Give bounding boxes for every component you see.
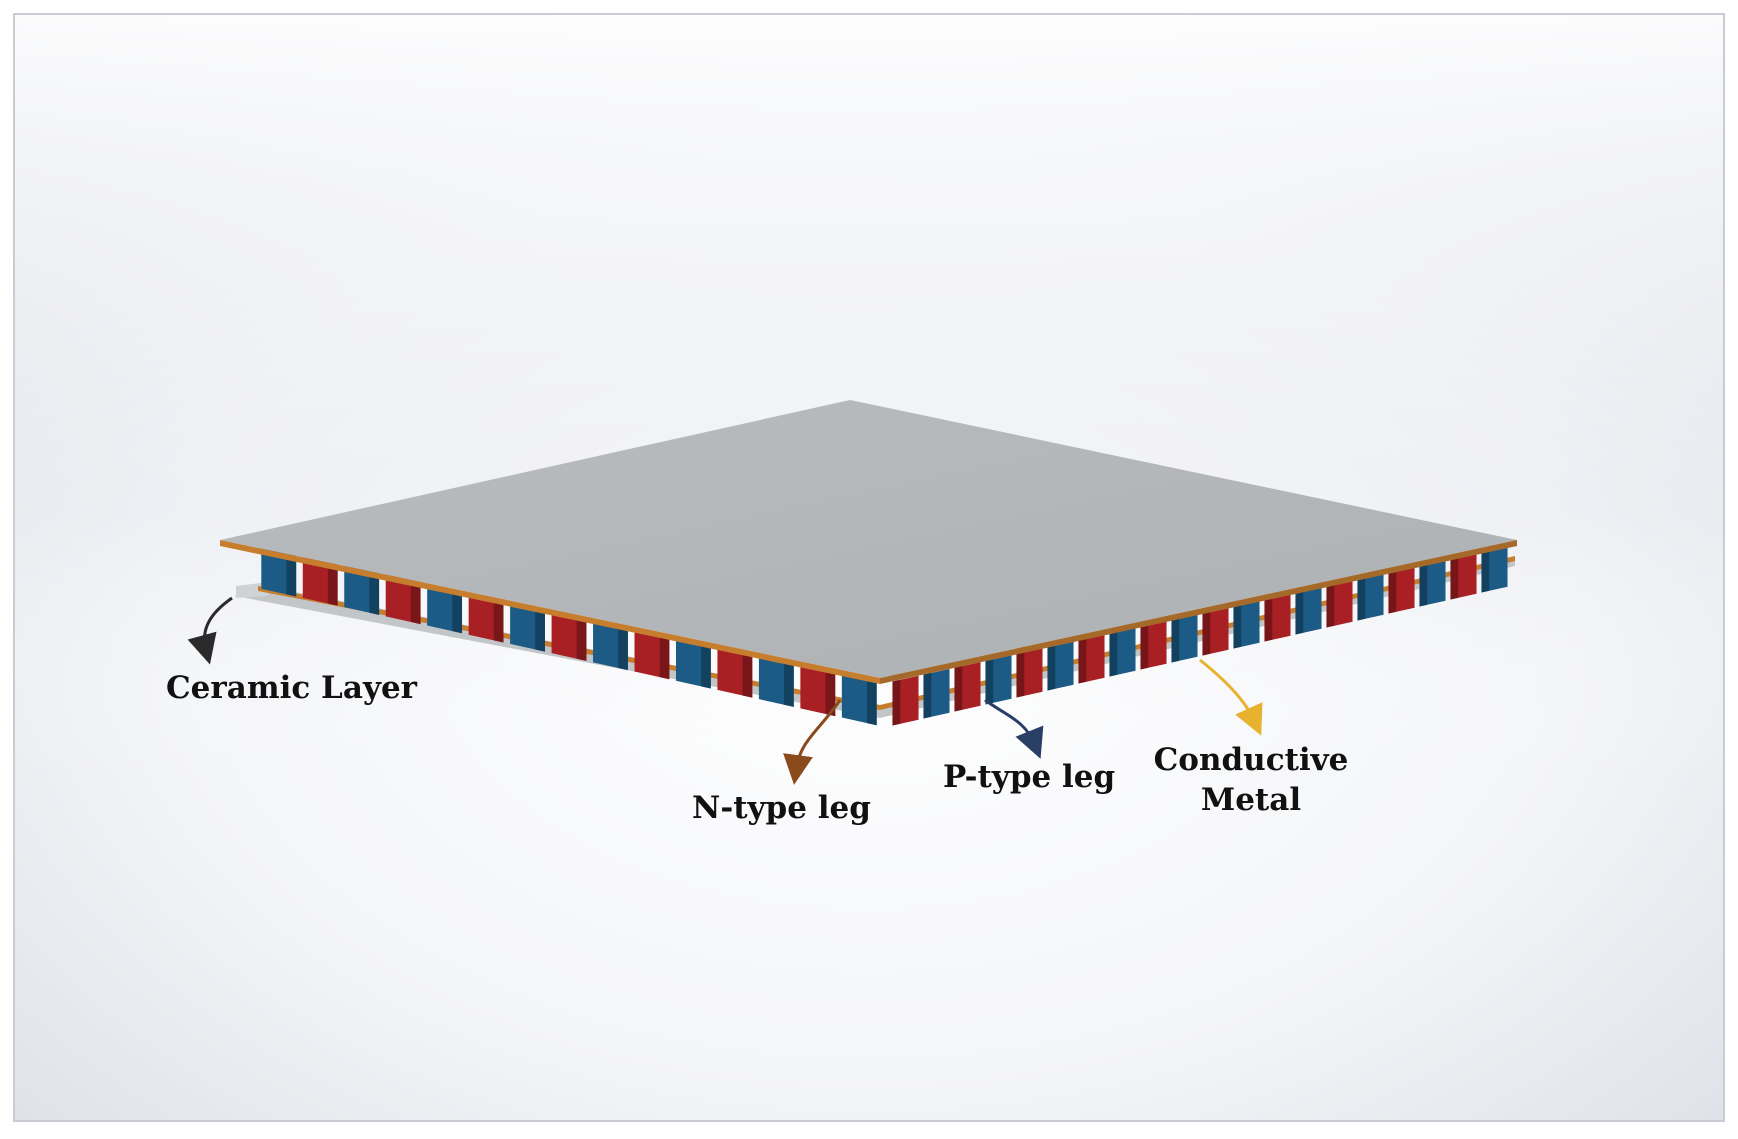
n-type-leg-side xyxy=(1016,652,1025,698)
n-type-leg-side xyxy=(1450,557,1459,600)
p-type-leg-side xyxy=(1419,564,1428,607)
conductive-metal-label: Conductive Metal xyxy=(1146,740,1356,820)
p-type-leg-arrow xyxy=(984,698,1044,759)
p-type-leg-side xyxy=(618,625,628,671)
front-legs-row xyxy=(261,546,877,726)
conductive-metal-label-line2: Metal xyxy=(1200,782,1302,818)
n-type-leg-side xyxy=(954,666,963,712)
p-type-leg-side xyxy=(535,607,545,652)
n-type-leg-side xyxy=(892,679,901,726)
ceramic-layer-label: Ceramic Layer xyxy=(166,670,418,706)
p-type-leg-side xyxy=(1171,618,1180,663)
conductive-metal-label-line1: Conductive xyxy=(1153,742,1349,778)
top-ceramic-plate xyxy=(220,400,1517,678)
n-type-leg-side xyxy=(327,561,338,606)
n-type-leg-arrow xyxy=(783,699,842,785)
p-type-leg-side xyxy=(701,644,711,689)
p-type-leg-side xyxy=(985,659,994,705)
n-type-leg-side xyxy=(659,635,670,680)
p-type-leg-side xyxy=(286,552,297,597)
n-type-leg-side xyxy=(1326,584,1335,628)
top-conductive-edge-front xyxy=(220,540,880,684)
n-type-leg-label: N-type leg xyxy=(692,790,871,826)
n-type-leg-side xyxy=(1388,570,1397,614)
p-type-leg-side xyxy=(923,672,932,719)
p-type-leg-side xyxy=(1047,645,1056,691)
p-type-leg-side xyxy=(369,570,380,615)
n-type-leg-side xyxy=(493,598,504,643)
top-conductive-edge-right xyxy=(880,540,1517,684)
p-type-leg-side xyxy=(1481,550,1490,593)
n-type-leg-side xyxy=(742,653,753,698)
p-type-leg-side xyxy=(1295,591,1304,635)
n-type-leg-side xyxy=(576,616,587,661)
p-type-leg-side xyxy=(1357,577,1366,621)
ceramic-layer-arrow xyxy=(187,596,233,665)
p-type-leg-side xyxy=(783,662,794,707)
n-type-leg-side xyxy=(1264,598,1273,642)
p-type-leg-side xyxy=(866,681,877,726)
n-type-leg-side xyxy=(1078,638,1087,684)
frame-border xyxy=(13,13,1725,1122)
n-type-leg-side xyxy=(1140,625,1149,670)
p-type-leg-side xyxy=(1233,604,1242,649)
p-type-leg-label: P-type leg xyxy=(943,759,1116,795)
right-legs-row xyxy=(892,546,1508,726)
p-type-leg-side xyxy=(452,589,463,634)
conductive-metal-arrow xyxy=(1199,658,1263,736)
n-type-leg-side xyxy=(825,671,836,717)
n-type-leg-side xyxy=(1202,611,1211,656)
n-type-leg-side xyxy=(410,579,421,625)
p-type-leg-side xyxy=(1109,632,1118,677)
bottom-plate-tab xyxy=(236,582,268,598)
